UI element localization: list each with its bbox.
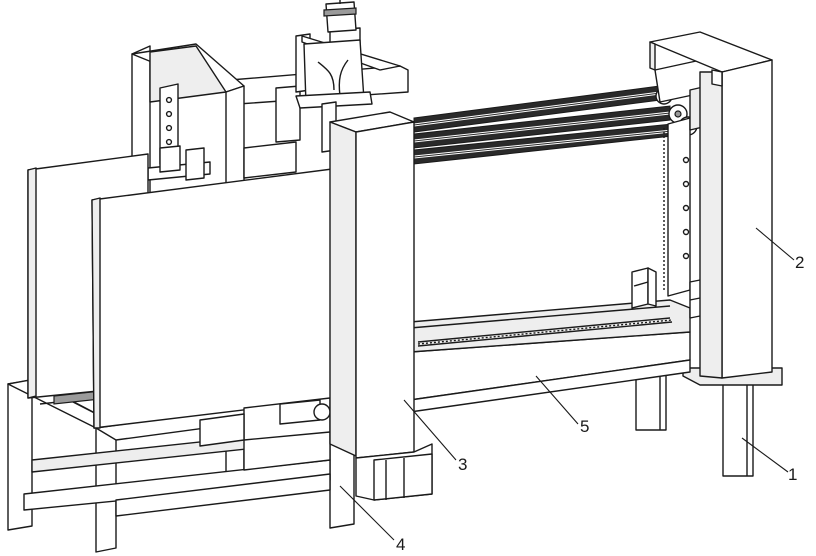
brush-rollers (413, 85, 698, 165)
middle-column (329, 111, 433, 501)
rear-frame (229, 0, 409, 153)
callout-4: 4 (396, 535, 405, 554)
panels (27, 141, 343, 429)
right-column (649, 31, 773, 379)
lower-mechanism (199, 397, 331, 471)
lower-rail-beam (409, 267, 691, 413)
callout-3: 3 (458, 455, 467, 474)
callout-1: 1 (788, 465, 797, 484)
callout-2: 2 (795, 253, 804, 272)
leader-5 (535, 375, 579, 425)
callout-leaders (339, 227, 795, 541)
callout-labels: 1 2 3 4 5 (396, 253, 804, 554)
rail-rack-teeth (417, 319, 673, 345)
leader-4 (339, 485, 395, 541)
leader-3 (403, 399, 457, 461)
leader-1 (741, 437, 789, 473)
leader-2 (755, 227, 795, 261)
right-legs (635, 367, 783, 477)
callout-5: 5 (580, 417, 589, 436)
